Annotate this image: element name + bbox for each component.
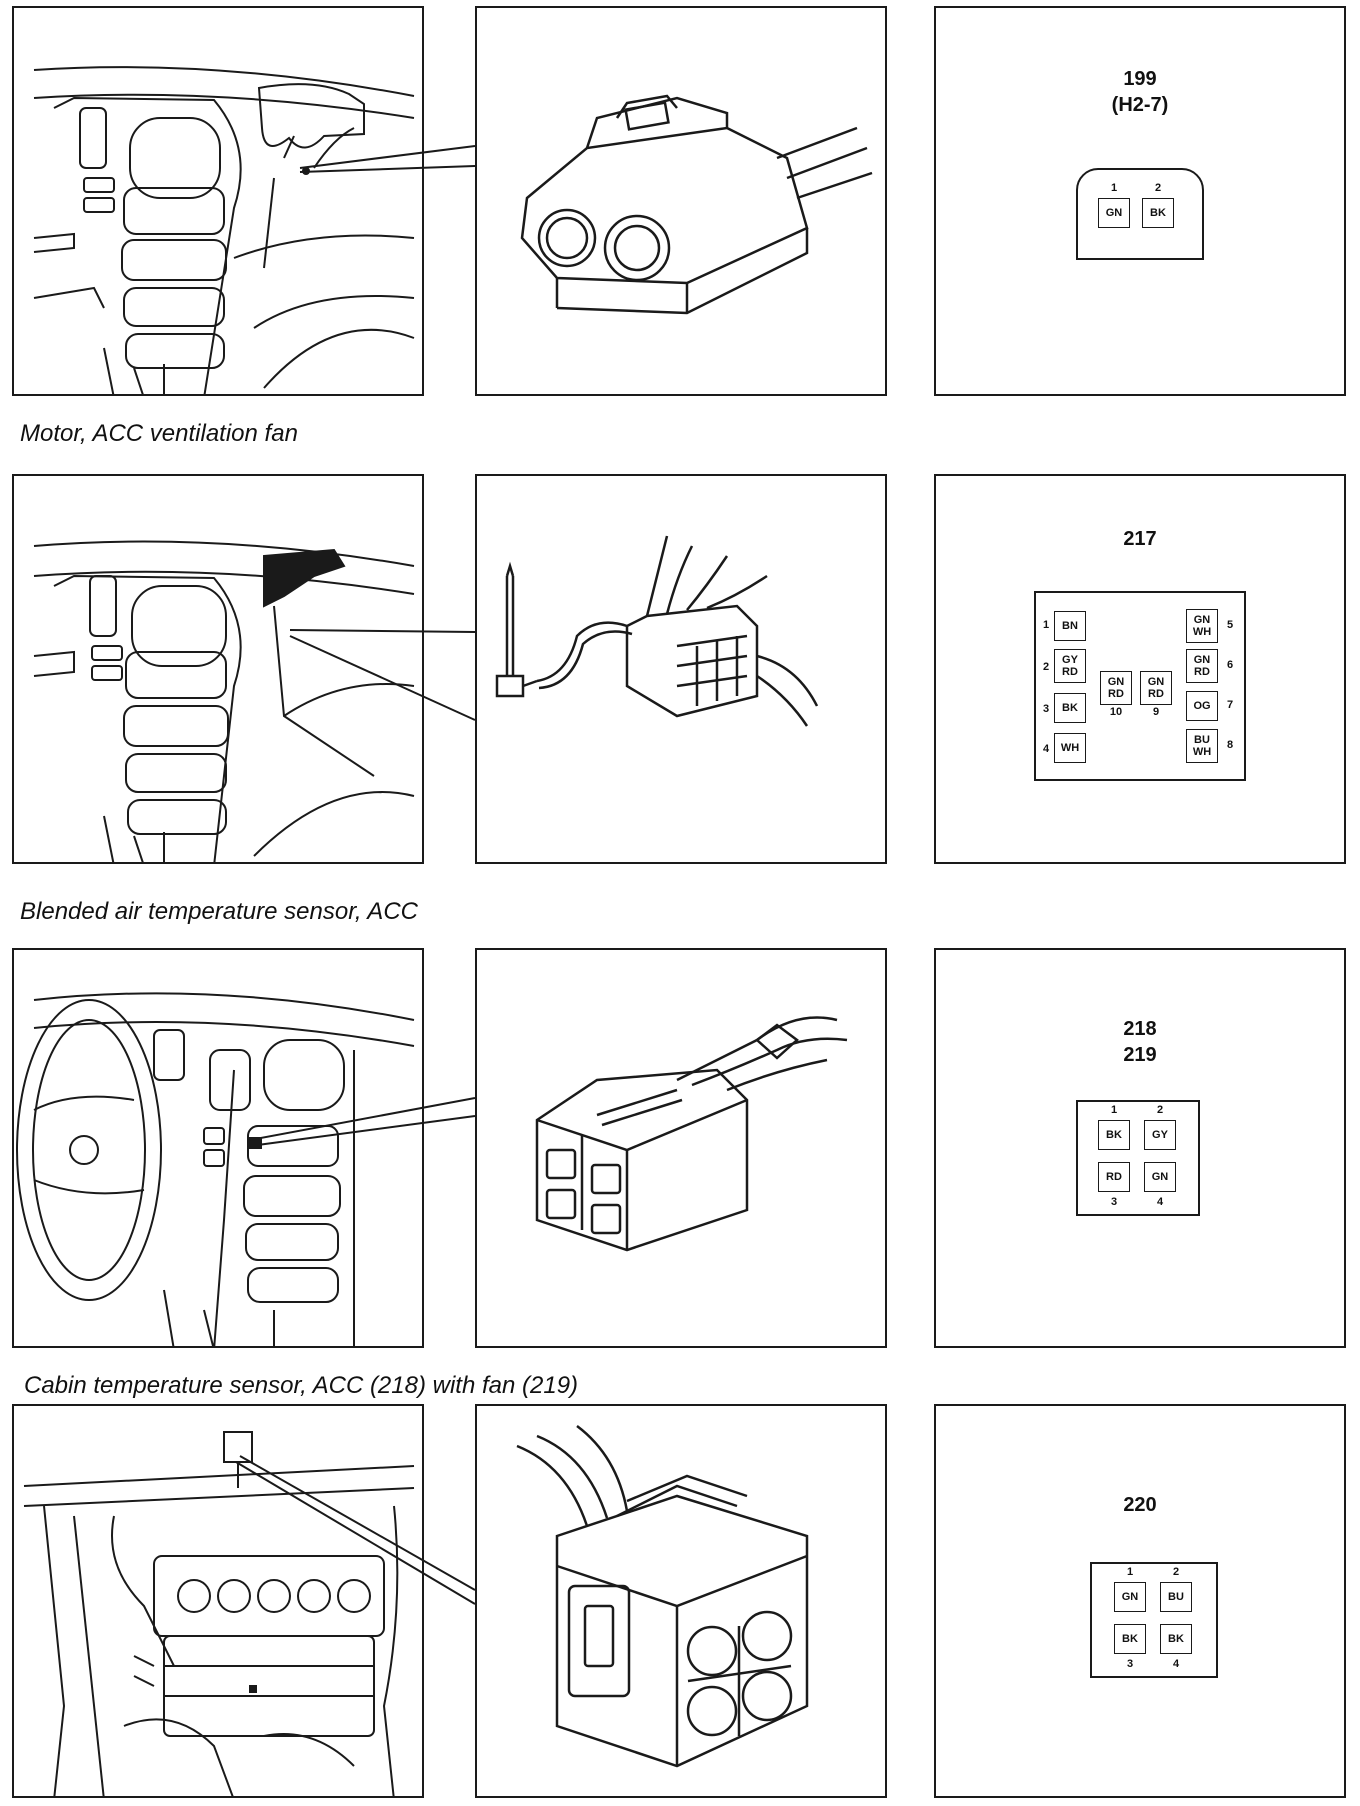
connector-illustration-199 xyxy=(475,6,887,396)
pin-number: 8 xyxy=(1226,739,1234,751)
wire-color: BK xyxy=(1106,1129,1122,1141)
connector-face-218-219: 218 219 1 2 BK GY RD GN 3 4 xyxy=(934,948,1346,1348)
location-illustration-217 xyxy=(12,474,424,864)
pin-1: GN xyxy=(1114,1582,1146,1612)
pin-number: 5 xyxy=(1226,619,1234,631)
dashboard-steering-wheel-drawing xyxy=(16,992,415,1346)
pin-housing-220: 1 2 GN BU BK BK 3 4 xyxy=(1090,1562,1218,1678)
pin-3: RD xyxy=(1098,1162,1130,1192)
wire-color: GN xyxy=(1151,1171,1169,1183)
wire-color: GN WH xyxy=(1192,614,1212,638)
pin-number: 4 xyxy=(1172,1658,1180,1670)
location-illustration-199 xyxy=(12,6,424,396)
pin-4: GN xyxy=(1144,1162,1176,1192)
pin-6: GN RD xyxy=(1186,649,1218,683)
connector-id: 199 xyxy=(1123,68,1157,90)
connector-id: 219 xyxy=(1123,1044,1157,1066)
pin-3: BK xyxy=(1114,1624,1146,1654)
location-illustration-220 xyxy=(12,1404,424,1798)
caption-motor-acc-ventilation-fan: Motor, ACC ventilation fan xyxy=(20,420,298,447)
wire-color: BK xyxy=(1122,1633,1138,1645)
wire-color: BK xyxy=(1062,702,1078,714)
pin-number: 1 xyxy=(1110,1104,1118,1116)
pin-number: 1 xyxy=(1042,619,1050,631)
wire-color: GN xyxy=(1121,1591,1139,1603)
pin-number: 3 xyxy=(1110,1196,1118,1208)
four-pin-connector-drawing xyxy=(516,1425,809,1768)
wire-color: RD xyxy=(1106,1171,1122,1183)
pin-housing-199: 1 2 GN BK xyxy=(1076,168,1204,260)
pin-4: BK xyxy=(1160,1624,1192,1654)
pin-1: BN xyxy=(1054,611,1086,641)
dashboard-drawing xyxy=(33,66,415,394)
connector-illustration-218-219 xyxy=(475,948,887,1348)
connector-face-217: 217 1 BN 2 GY RD 3 BK 4 WH GN RD 10 GN R… xyxy=(934,474,1346,864)
pin-3: BK xyxy=(1054,693,1086,723)
pin-1: BK xyxy=(1098,1120,1130,1150)
pin-number: 3 xyxy=(1126,1658,1134,1670)
dashboard-drawing xyxy=(33,540,415,862)
wire-color: GY xyxy=(1152,1129,1168,1141)
wire-color: BU WH xyxy=(1192,734,1212,758)
location-illustration-218-219 xyxy=(12,948,424,1348)
sensor-and-connector-drawing xyxy=(495,535,819,727)
pin-number: 10 xyxy=(1109,706,1123,718)
connector-face-220: 220 1 2 GN BU BK BK 3 4 xyxy=(934,1404,1346,1798)
pin-number: 9 xyxy=(1152,706,1160,718)
wire-color: BK xyxy=(1168,1633,1184,1645)
connector-number-218-219: 218 219 xyxy=(936,1016,1344,1068)
connector-number-220: 220 xyxy=(936,1492,1344,1518)
pin-number: 2 xyxy=(1156,1104,1164,1116)
pin-10: GN RD xyxy=(1100,671,1132,705)
connector-illustration-220 xyxy=(475,1404,887,1798)
pin-number: 2 xyxy=(1172,1566,1180,1578)
wire-color: OG xyxy=(1193,700,1211,712)
pin-7: OG xyxy=(1186,691,1218,721)
engine-bay-drawing xyxy=(23,1431,415,1796)
four-pin-connector-drawing xyxy=(535,1016,848,1252)
wire-color: GN xyxy=(1105,207,1123,219)
pin-number: 2 xyxy=(1154,182,1162,194)
connector-location-code: (H2-7) xyxy=(1111,94,1169,116)
pin-number: 6 xyxy=(1226,659,1234,671)
wire-color: BU xyxy=(1168,1591,1184,1603)
pin-number: 1 xyxy=(1126,1566,1134,1578)
pin-housing-217: 1 BN 2 GY RD 3 BK 4 WH GN RD 10 GN RD 9 … xyxy=(1034,591,1246,781)
pin-2: GY RD xyxy=(1054,649,1086,683)
pin-2: BU xyxy=(1160,1582,1192,1612)
pin-8: BU WH xyxy=(1186,729,1218,763)
pin-housing-218-219: 1 2 BK GY RD GN 3 4 xyxy=(1076,1100,1200,1216)
connector-number-199: 199 (H2-7) xyxy=(936,66,1344,118)
wire-color: WH xyxy=(1060,742,1080,754)
wire-color: GN RD xyxy=(1107,676,1125,700)
pin-5: GN WH xyxy=(1186,609,1218,643)
two-pin-connector-drawing xyxy=(520,94,873,315)
connector-id: 217 xyxy=(1123,528,1157,550)
wire-color: BN xyxy=(1062,620,1078,632)
wire-color: GN RD xyxy=(1193,654,1211,678)
caption-blended-air-temperature-sensor: Blended air temperature sensor, ACC xyxy=(20,898,418,925)
pin-number: 2 xyxy=(1042,661,1050,673)
pin-2: GY xyxy=(1144,1120,1176,1150)
connector-illustration-217 xyxy=(475,474,887,864)
connector-number-217: 217 xyxy=(936,526,1344,552)
wire-color: GY RD xyxy=(1062,654,1078,678)
pin-number: 4 xyxy=(1042,743,1050,755)
pin-2: BK xyxy=(1142,198,1174,228)
pin-9: GN RD xyxy=(1140,671,1172,705)
pin-1: GN xyxy=(1098,198,1130,228)
caption-cabin-temperature-sensor: Cabin temperature sensor, ACC (218) with… xyxy=(24,1372,579,1399)
pin-4: WH xyxy=(1054,733,1086,763)
pin-number: 1 xyxy=(1110,182,1118,194)
connector-id: 218 xyxy=(1123,1018,1157,1040)
connector-face-199: 199 (H2-7) 1 2 GN BK xyxy=(934,6,1346,396)
wire-color: BK xyxy=(1150,207,1166,219)
connector-id: 220 xyxy=(1123,1494,1157,1516)
pin-number: 7 xyxy=(1226,699,1234,711)
pin-number: 4 xyxy=(1156,1196,1164,1208)
wire-color: GN RD xyxy=(1147,676,1165,700)
pin-number: 3 xyxy=(1042,703,1050,715)
